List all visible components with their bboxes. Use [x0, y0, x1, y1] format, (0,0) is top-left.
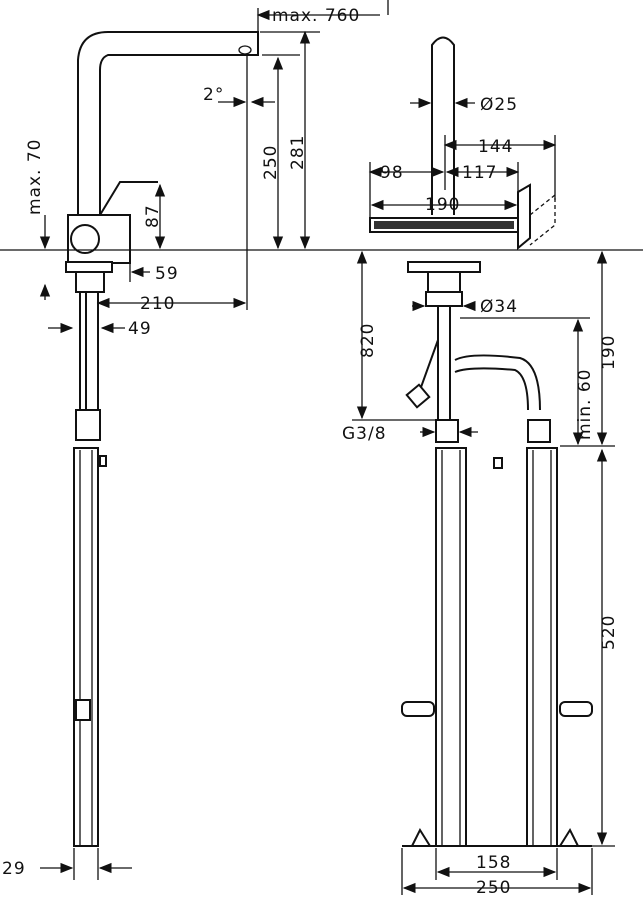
dim-inner-width: 158 [476, 853, 511, 873]
dim-connection-thread: G3/8 [342, 424, 387, 444]
front-view: Ø25 144 98 117 190 Ø34 820 min. 60 190 G… [342, 36, 619, 898]
dim-left-offset: 98 [380, 163, 404, 183]
dim-base-width: 49 [128, 319, 152, 339]
dim-tray-width: 190 [425, 195, 460, 215]
dim-angle: 2° [203, 85, 224, 105]
spout-front [431, 36, 455, 215]
dim-total-height: 281 [288, 135, 308, 170]
box-right [526, 447, 558, 847]
dim-hose-offset: 190 [599, 335, 619, 370]
side-view: max. 760 2° 250 281 max. 70 87 59 210 49… [0, 0, 643, 880]
dim-lever-clearance: max. 70 [25, 139, 45, 215]
dim-shank-diameter: Ø34 [480, 297, 518, 317]
dim-base-offset: 59 [155, 264, 179, 284]
side-box [73, 447, 99, 847]
dim-spout-diameter: Ø25 [480, 95, 518, 115]
dim-right-offset: 117 [462, 163, 497, 183]
dim-min-clearance: min. 60 [575, 369, 595, 441]
dim-max-reach: max. 760 [272, 6, 360, 26]
box-left [435, 447, 467, 847]
dim-spout-height: 250 [261, 145, 281, 180]
dim-hose-length: 820 [358, 323, 378, 358]
dim-outer-width: 250 [476, 878, 511, 898]
dim-depth: 210 [140, 294, 175, 314]
dim-box-height: 520 [599, 615, 619, 650]
dim-box-width: 29 [2, 859, 26, 879]
spout-outline [77, 31, 259, 215]
dim-lever-height: 87 [143, 204, 163, 228]
dim-lever-reach: 144 [478, 137, 513, 157]
